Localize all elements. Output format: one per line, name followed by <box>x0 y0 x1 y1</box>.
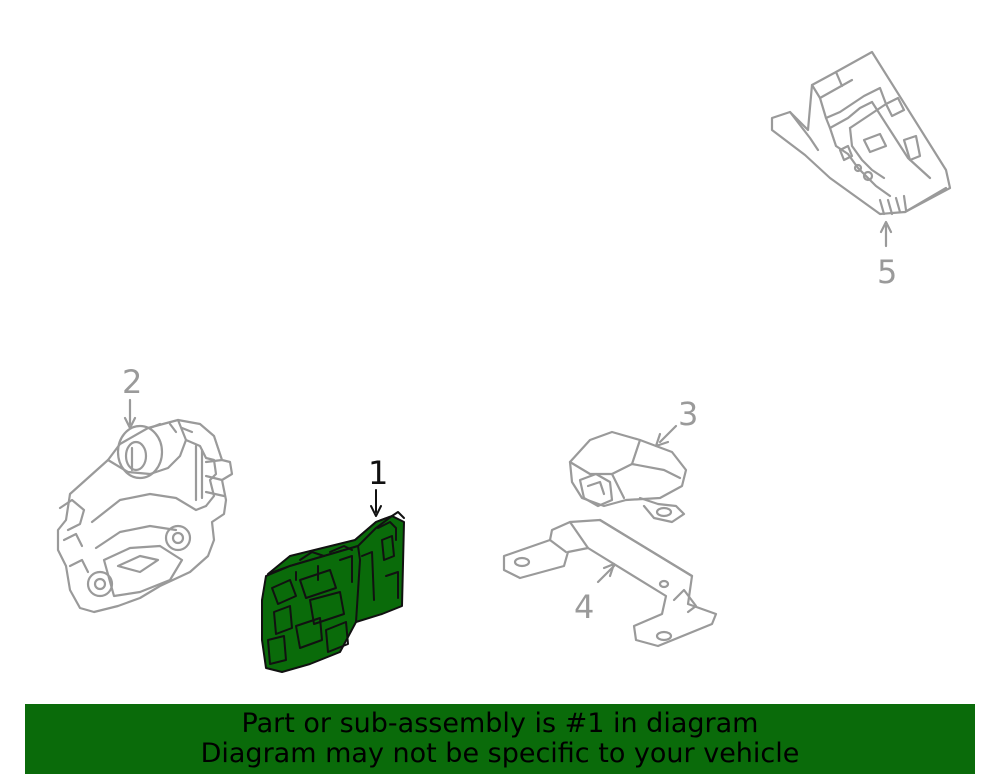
banner-line-1: Part or sub-assembly is #1 in diagram <box>241 708 759 739</box>
callout-3: 3 <box>678 395 698 433</box>
part-1-control-module[interactable] <box>261 489 405 673</box>
exploded-parts-diagram: 5 2 <box>56 50 952 673</box>
callout-4: 4 <box>574 588 594 626</box>
banner-line-2: Diagram may not be specific to your vehi… <box>200 738 800 769</box>
info-banner: Part or sub-assembly is #1 in diagram Di… <box>25 704 975 774</box>
part-5-bracket-assembly[interactable] <box>770 50 952 248</box>
part-2-module[interactable] <box>56 398 234 614</box>
part-4-mounting-bracket[interactable] <box>502 518 718 648</box>
part-3-sensor-module[interactable] <box>568 424 688 524</box>
callout-2: 2 <box>122 363 142 401</box>
callout-5: 5 <box>877 253 897 291</box>
callout-1: 1 <box>368 454 388 492</box>
